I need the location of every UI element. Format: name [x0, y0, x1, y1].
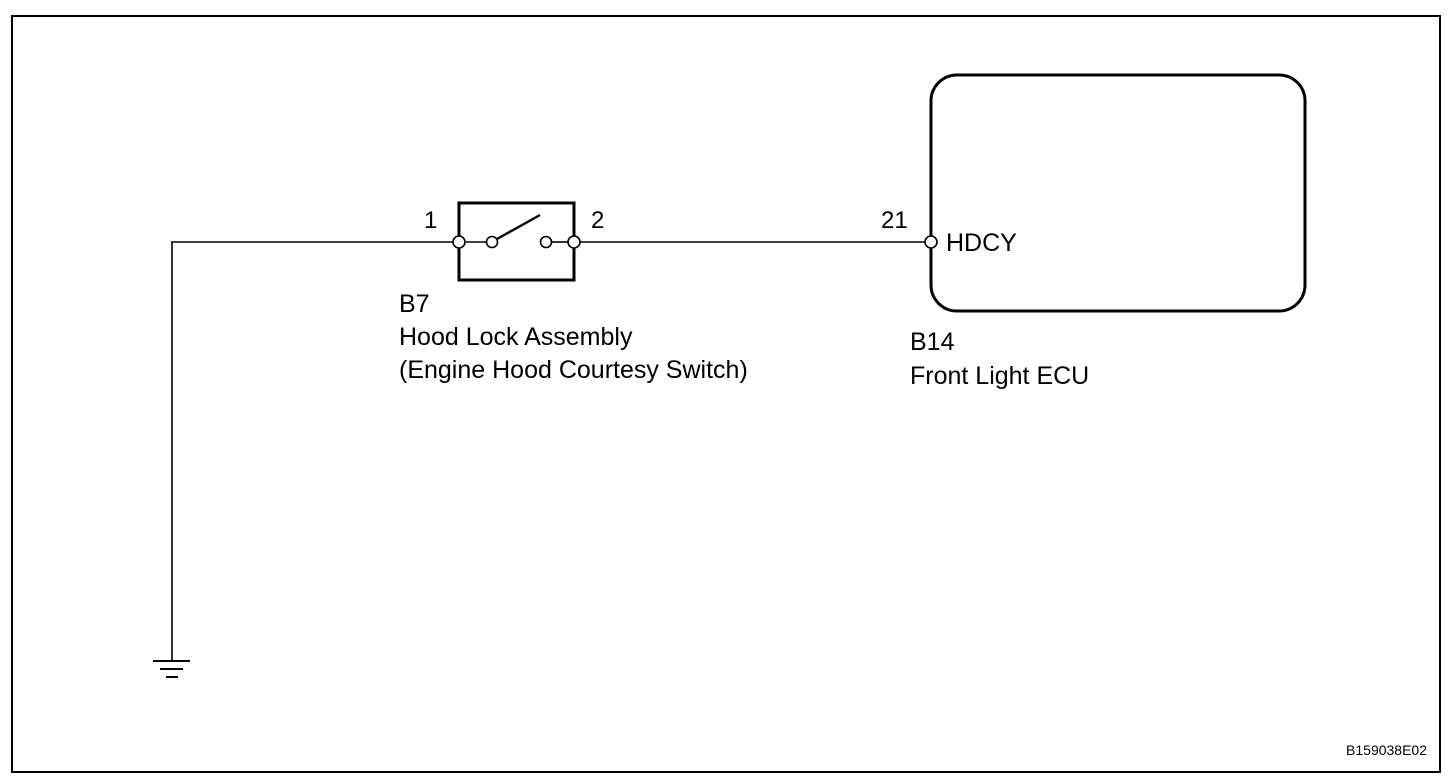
ecu-name: Front Light ECU [910, 362, 1089, 390]
ecu-terminal [924, 235, 938, 249]
switch-terminal-1 [452, 235, 466, 249]
ecu-terminal-label: HDCY [946, 229, 1017, 257]
switch-pin-1-label: 1 [424, 207, 437, 234]
diagram-frame [11, 15, 1441, 773]
ecu-box [929, 73, 1307, 313]
figure-code: B159038E02 [1346, 742, 1427, 758]
switch-symbol [452, 201, 581, 282]
switch-code: B7 [399, 290, 430, 318]
switch-pin-2-label: 2 [591, 207, 604, 234]
switch-name: Hood Lock Assembly [399, 323, 633, 351]
ecu-pin-label: 21 [881, 207, 908, 234]
switch-subname: (Engine Hood Courtesy Switch) [399, 356, 748, 384]
switch-terminal-2 [567, 235, 581, 249]
ground-icon [153, 242, 190, 678]
ecu-code: B14 [910, 328, 955, 356]
